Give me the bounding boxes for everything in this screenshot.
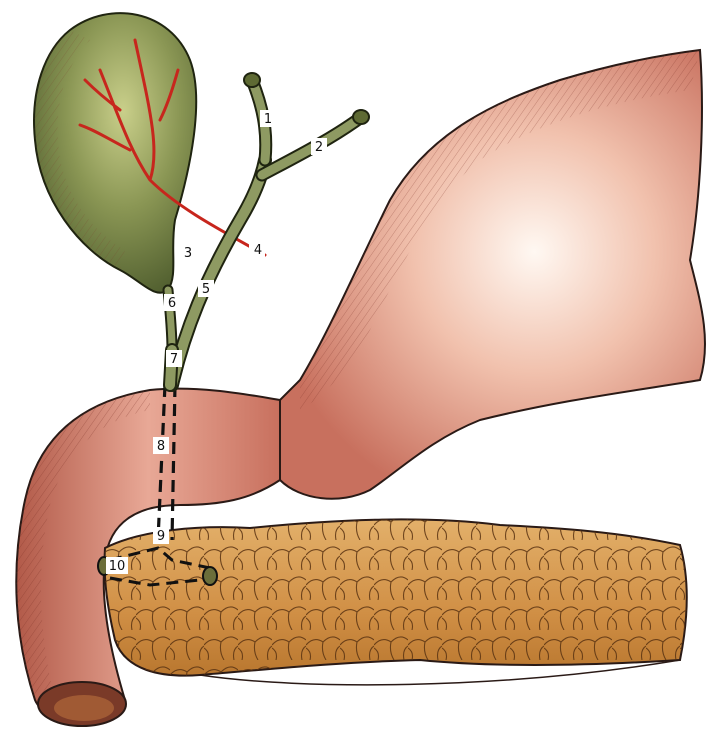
label-10: 10 <box>106 557 128 574</box>
pancreas-lobules <box>105 519 687 675</box>
label-6-text: 6 <box>168 296 176 311</box>
label-4-text: 4 <box>254 243 262 258</box>
label-9: 9 <box>153 527 169 544</box>
right-duct-cut-end <box>244 73 260 87</box>
label-9-text: 9 <box>157 529 165 544</box>
label-2-text: 2 <box>315 140 323 155</box>
label-8-text: 8 <box>157 439 165 454</box>
pancreatic-duct-cut-end <box>203 567 217 585</box>
label-10-text: 10 <box>109 559 126 574</box>
label-1: 1 <box>260 110 276 127</box>
label-2: 2 <box>311 138 327 155</box>
left-duct-cut-end <box>353 110 369 124</box>
label-1-text: 1 <box>264 112 272 127</box>
label-7: 7 <box>166 350 182 367</box>
label-5-text: 5 <box>202 282 210 297</box>
label-3: 3 <box>178 244 194 261</box>
label-8: 8 <box>153 437 169 454</box>
duodenum-lumen-inner <box>54 695 114 721</box>
label-5: 5 <box>198 280 214 297</box>
label-6: 6 <box>164 294 180 311</box>
label-7-text: 7 <box>170 352 178 367</box>
label-3-text: 3 <box>184 246 192 261</box>
label-4: 4 <box>249 241 265 258</box>
